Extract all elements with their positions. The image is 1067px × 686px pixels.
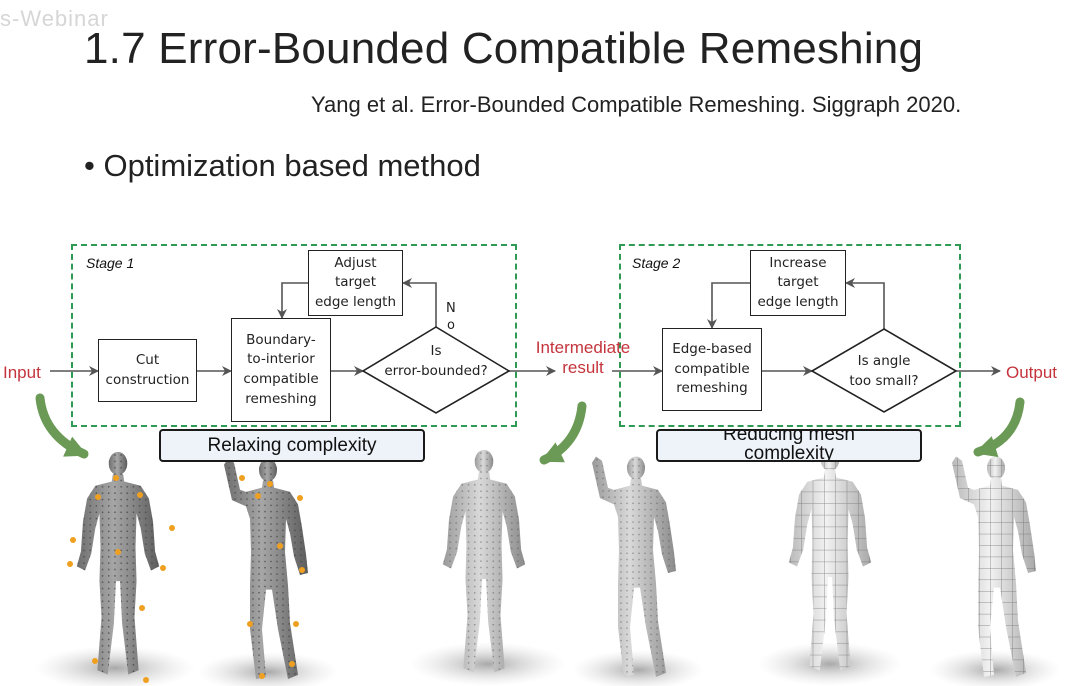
angle-decision-text: Is angle too small?: [849, 353, 919, 389]
stage-1-label: Stage 1: [86, 255, 135, 271]
human-mesh-input-flexing: [224, 458, 308, 680]
watermark-text: s-Webinar: [0, 6, 109, 31]
reducing-complexity-text: Reducing mesh complexity: [722, 429, 856, 462]
curved-arrow-intermediate: [539, 401, 587, 465]
human-mesh-intermediate-flexing: [592, 456, 676, 678]
stage-2-container: [619, 244, 961, 427]
slide-title: 1.7 Error-Bounded Compatible Remeshing: [84, 24, 924, 73]
curved-arrow-input: [35, 393, 89, 459]
bullet-text: Optimization based method: [103, 148, 481, 183]
input-label: Input: [3, 363, 41, 382]
human-mesh-output-flexing: [952, 456, 1036, 678]
no-label-n: N: [446, 301, 456, 316]
human-mesh-input-standing: [76, 451, 160, 675]
boundary-to-interior-box: Boundary- to-interior compatible remeshi…: [231, 318, 331, 422]
stage-1-container: [71, 244, 517, 427]
no-label-o: o: [447, 318, 455, 333]
human-mesh-output-standing: [788, 447, 872, 671]
bullet-point: • Optimization based method: [84, 148, 481, 183]
stage-2-label: Stage 2: [632, 255, 681, 271]
decision-diamond-angle: [810, 328, 958, 413]
adjust-edge-length-box: Adjust target edge length: [308, 250, 403, 316]
decision-diamond-error-bounded: [361, 326, 511, 414]
error-bounded-decision-text: Is error-bounded?: [384, 343, 488, 379]
human-mesh-intermediate-standing: [442, 449, 526, 673]
cut-markers: [67, 475, 305, 683]
cut-construction-box: Cut construction: [98, 339, 197, 402]
citation: Yang et al. Error-Bounded Compatible Rem…: [311, 92, 962, 117]
intermediate-result-label: Intermediate result: [535, 338, 631, 378]
increase-edge-length-box: Increase target edge length: [750, 250, 846, 316]
output-label: Output: [1006, 363, 1058, 382]
relaxing-complexity-pill: Relaxing complexity: [159, 429, 425, 462]
reducing-complexity-pill: Reducing mesh complexity: [656, 429, 922, 462]
curved-arrow-output: [973, 397, 1025, 458]
edge-based-remeshing-box: Edge-based compatible remeshing: [662, 328, 762, 411]
